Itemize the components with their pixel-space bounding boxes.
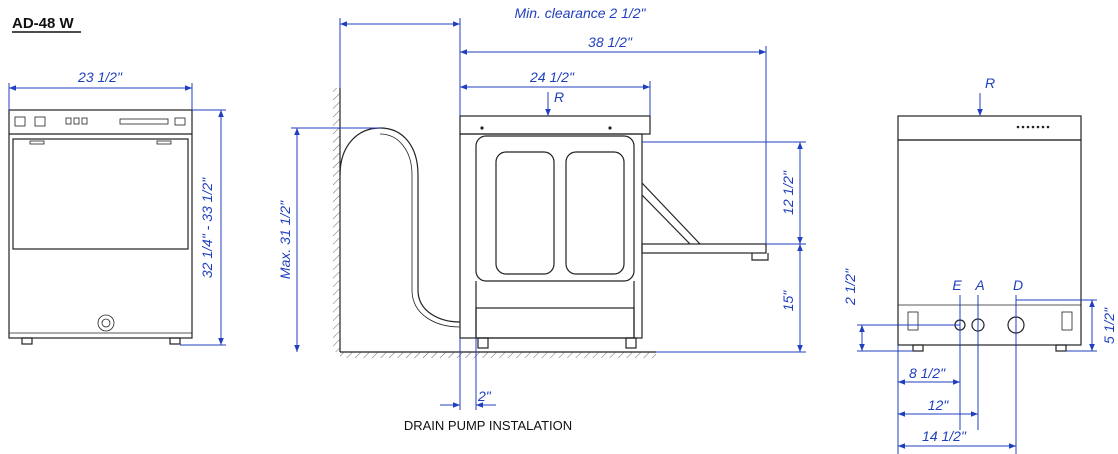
door-open-height-label: 12 1/2"	[780, 170, 796, 215]
wall-gap-label: 2"	[477, 388, 492, 404]
front-foot	[169, 337, 181, 345]
rear-top-panel	[897, 115, 1082, 141]
rear-right-height-label: 5 1/2"	[1101, 307, 1117, 344]
side-view: Min. clearance 2 1/2" 38 1/2" 24 1/2" R …	[277, 5, 806, 410]
rear-bracket	[907, 311, 919, 331]
connection-d-label: D	[1013, 277, 1023, 293]
floor-hatch	[340, 352, 656, 358]
side-window-right	[565, 151, 625, 275]
door-hinge	[156, 140, 172, 145]
control-button	[65, 117, 72, 125]
door-hinge	[29, 140, 45, 145]
wall-hatch	[333, 88, 340, 352]
front-foot	[21, 337, 33, 345]
rear-left-height-label: 2 1/2"	[842, 268, 858, 306]
rear-view: R E A D 2 1/2" 5 1/2" 8 1/2" 12" 14 1/2"	[842, 75, 1117, 454]
rear-body	[897, 139, 1082, 346]
rear-foot	[912, 344, 924, 352]
drawing-title: AD-48 W	[12, 15, 75, 32]
side-base	[475, 307, 635, 339]
open-door-panel	[641, 243, 767, 254]
display-mark	[34, 116, 46, 127]
rear-bracket	[1061, 311, 1073, 331]
side-top-panel	[459, 115, 651, 135]
side-body	[459, 133, 643, 339]
min-clearance-label: Min. clearance 2 1/2"	[514, 5, 646, 21]
max-drain-height-label: Max. 31 1/2"	[277, 200, 293, 279]
offset-d-label: 14 1/2"	[922, 428, 967, 444]
brand-badge	[174, 117, 186, 126]
door-bottom-height-label: 15"	[780, 290, 796, 312]
open-length-label: 38 1/2"	[588, 34, 633, 50]
logo-mark	[14, 116, 26, 127]
side-foot	[477, 337, 489, 349]
connection-a-label: A	[974, 277, 984, 293]
front-view: 23 1/2" 32 1/4" - 33 1/2"	[8, 69, 226, 346]
door-handle	[751, 253, 769, 261]
drain-pump-caption: DRAIN PUMP INSTALATION	[404, 418, 572, 433]
side-rear-label: R	[554, 89, 564, 105]
connection-e-label: E	[952, 277, 962, 293]
front-body	[8, 109, 193, 339]
offset-e-label: 8 1/2"	[909, 365, 946, 381]
depth-label: 24 1/2"	[529, 69, 575, 85]
front-height-label: 32 1/4" - 33 1/2"	[199, 177, 215, 278]
front-door	[12, 138, 189, 250]
control-button	[81, 117, 88, 125]
open-door-arm	[641, 182, 701, 245]
rear-vent-holes	[1016, 125, 1050, 129]
control-button	[73, 117, 80, 125]
offset-a-label: 12"	[928, 397, 950, 413]
side-window-left	[495, 151, 555, 275]
handle-slot	[119, 118, 169, 125]
rear-foot	[1055, 344, 1067, 352]
drain-hose	[339, 127, 461, 323]
side-foot	[625, 337, 637, 349]
front-knob	[97, 314, 115, 332]
rear-rear-label: R	[985, 75, 995, 91]
side-window-frame	[475, 135, 635, 282]
front-width-label: 23 1/2"	[77, 69, 123, 85]
